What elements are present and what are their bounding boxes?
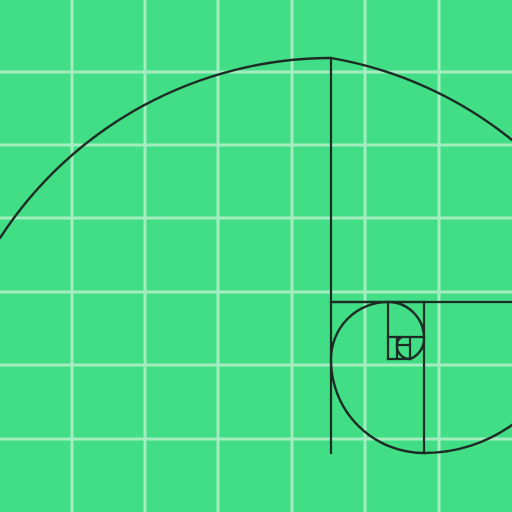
golden-rectangle-subdivisions bbox=[329, 56, 512, 455]
golden-spiral-curve bbox=[0, 56, 512, 455]
